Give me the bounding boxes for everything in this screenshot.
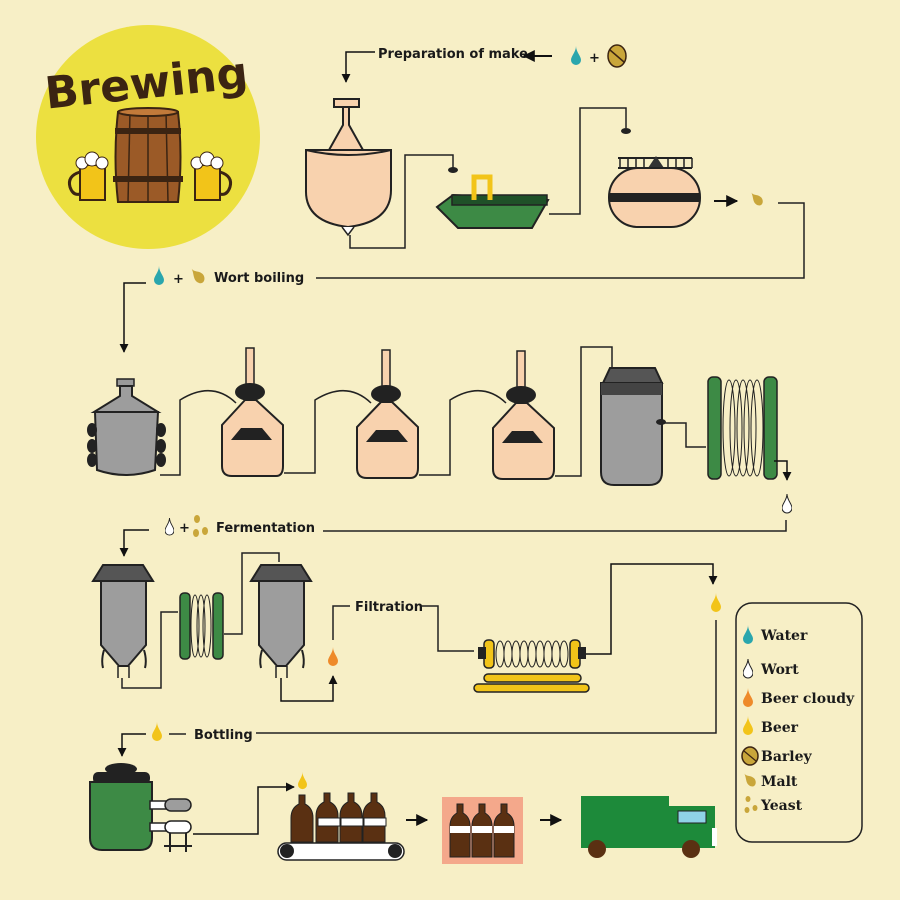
legend-malt-label: Malt bbox=[761, 774, 798, 790]
malt-icon-2 bbox=[191, 268, 205, 284]
step-label-bottling: Bottling bbox=[194, 728, 253, 743]
plus-sign-2: + bbox=[173, 272, 184, 287]
beer-filter bbox=[473, 639, 590, 693]
barley-icon bbox=[607, 44, 627, 68]
pipe-5 bbox=[664, 422, 706, 448]
step-label-wort-boiling: Wort boiling bbox=[214, 271, 304, 286]
valve-icon bbox=[448, 167, 458, 173]
pipe-lauter-to-kettle bbox=[549, 107, 627, 215]
pipe-3 bbox=[419, 389, 507, 476]
fermenter-2 bbox=[249, 564, 313, 678]
line-to-bottling bbox=[256, 620, 717, 734]
grain-mill bbox=[608, 156, 701, 228]
legend-beer-cloudy-label: Beer cloudy bbox=[761, 691, 855, 707]
legend-beer-label: Beer bbox=[761, 720, 799, 736]
arrow-down-to-keg bbox=[117, 733, 146, 757]
fermenter-1 bbox=[91, 564, 155, 678]
line-to-wort-boiling bbox=[316, 202, 805, 279]
arrow-to-bottling-line bbox=[193, 782, 295, 835]
barrel-icon bbox=[113, 107, 183, 203]
fermentation-chiller bbox=[179, 592, 224, 660]
line-to-fermentation bbox=[323, 520, 787, 532]
legend-wort-label: Wort bbox=[760, 662, 799, 678]
arrow-down-to-mash-tun bbox=[341, 51, 375, 83]
pipe-8 bbox=[421, 605, 474, 652]
step-label-filtration: Filtration bbox=[355, 600, 423, 615]
pipe-1 bbox=[160, 389, 237, 476]
plus-sign-3: + bbox=[179, 521, 190, 536]
delivery-truck bbox=[581, 796, 717, 858]
yeast-icon bbox=[193, 515, 208, 537]
plus-sign: + bbox=[589, 51, 600, 66]
legend-yeast-icon bbox=[744, 796, 758, 813]
water-drop-icon-2 bbox=[154, 266, 164, 285]
arrow-down-from-chiller bbox=[774, 460, 792, 481]
title-badge: Brewing bbox=[36, 25, 260, 249]
arrow-down-to-fermenter bbox=[119, 529, 149, 557]
wort-boiler bbox=[87, 378, 166, 476]
pipe-6 bbox=[121, 611, 178, 689]
bottle-crate bbox=[442, 797, 523, 864]
copper-kettle-3 bbox=[492, 350, 555, 480]
water-drop-icon bbox=[571, 46, 581, 65]
pipe-4 bbox=[555, 346, 613, 477]
legend-barley-label: Barley bbox=[761, 749, 813, 765]
step-label-preparation: Preparation of make bbox=[378, 47, 528, 62]
legend-yeast-label: Yeast bbox=[760, 798, 803, 814]
beer-drop-icon-2 bbox=[152, 722, 162, 741]
valve-icon-2 bbox=[621, 128, 631, 134]
legend: Water Wort Beer cloudy Beer Barley Malt … bbox=[735, 602, 863, 843]
bright-tank-keg bbox=[89, 763, 192, 852]
pipe-2 bbox=[284, 389, 372, 474]
copper-kettle-2 bbox=[356, 349, 419, 479]
lauter-tun bbox=[435, 174, 550, 229]
legend-barley-icon bbox=[741, 746, 759, 766]
copper-kettle-1 bbox=[221, 347, 284, 477]
beer-mug-left-icon bbox=[68, 151, 109, 201]
beer-drop-icon bbox=[711, 593, 721, 612]
pipe-mash-to-lauter bbox=[349, 154, 454, 249]
line-to-filtration bbox=[332, 605, 350, 640]
wort-drop-icon bbox=[782, 493, 792, 514]
arrow-to-beer bbox=[586, 563, 718, 655]
beer-cloudy-drop-icon bbox=[328, 647, 338, 666]
arrow-down-to-boiler bbox=[119, 282, 146, 353]
wort-chiller bbox=[707, 376, 778, 480]
whirlpool-tank bbox=[600, 367, 666, 486]
step-label-fermentation: Fermentation bbox=[216, 521, 315, 536]
malt-icon bbox=[751, 192, 763, 206]
mash-tun bbox=[304, 98, 392, 237]
legend-water-label: Water bbox=[760, 628, 808, 644]
pipe-7 bbox=[224, 552, 280, 635]
arrow-up-to-cloudy bbox=[280, 675, 338, 702]
beer-mug-right-icon bbox=[190, 151, 232, 201]
bottling-conveyor bbox=[277, 772, 405, 861]
wort-drop-icon-2 bbox=[165, 517, 174, 536]
